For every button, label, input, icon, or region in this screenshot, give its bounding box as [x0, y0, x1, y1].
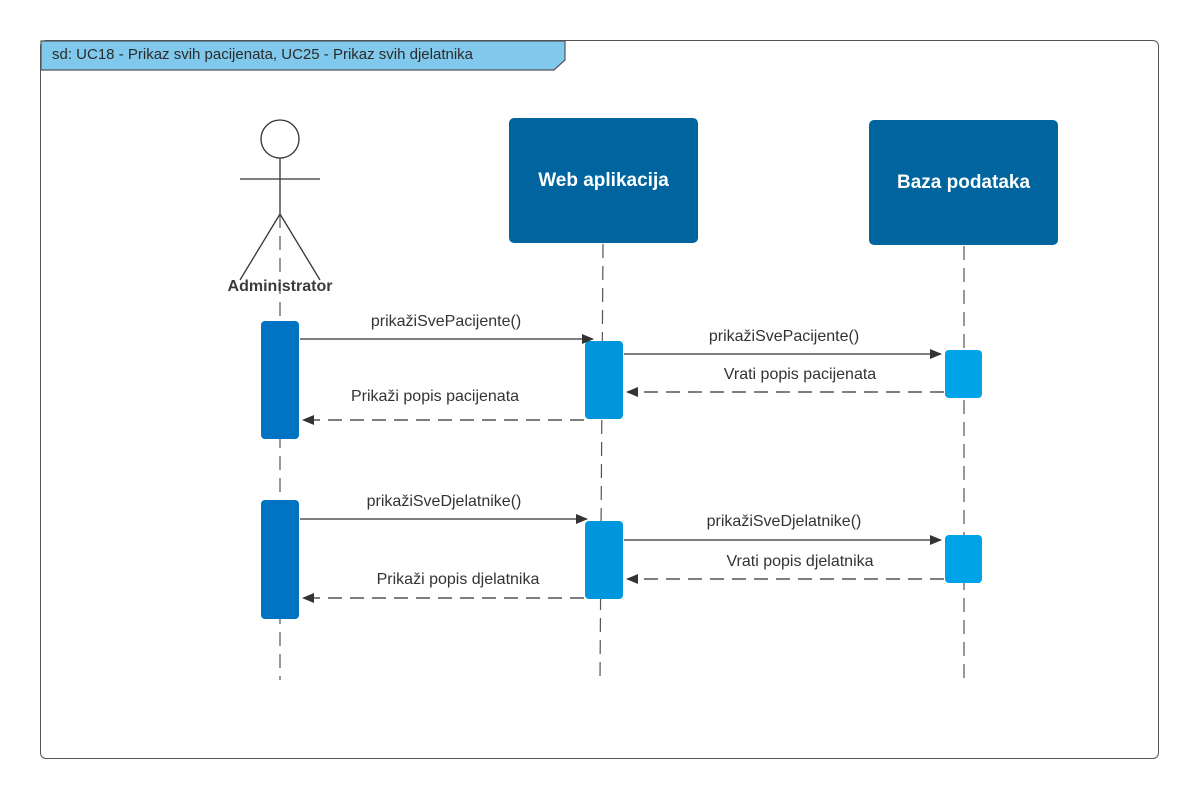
- message-label: prikažiSveDjelatnike(): [706, 513, 862, 530]
- message-label: prikažiSvePacijente(): [370, 313, 522, 330]
- database-activation: [945, 350, 982, 398]
- frame-label: sd: UC18 - Prikaz svih pacijenata, UC25 …: [52, 46, 474, 63]
- message-label: prikažiSvePacijente(): [708, 328, 860, 345]
- web-app-activation: [585, 521, 623, 599]
- database-label: Baza podataka: [896, 171, 1031, 193]
- actor-label: Administrator: [227, 278, 333, 295]
- actor-icon: [239, 119, 321, 281]
- diagram-frame: [40, 40, 1159, 759]
- message-label: Prikaži popis pacijenata: [350, 388, 520, 405]
- database-activation: [945, 535, 982, 583]
- message-label: Prikaži popis djelatnika: [376, 571, 540, 588]
- web-app-label: Web aplikacija: [538, 169, 669, 191]
- actor-activation: [261, 500, 299, 619]
- database-participant: Baza podataka: [869, 120, 1058, 245]
- web-app-participant: Web aplikacija: [509, 118, 698, 243]
- frame-tag: [40, 40, 566, 71]
- web-app-lifeline: [599, 243, 604, 681]
- message-label: prikažiSveDjelatnike(): [366, 493, 522, 510]
- actor-activation: [261, 321, 299, 439]
- message-label: Vrati popis pacijenata: [723, 366, 877, 383]
- web-app-activation: [585, 341, 623, 419]
- message-label: Vrati popis djelatnika: [726, 553, 874, 570]
